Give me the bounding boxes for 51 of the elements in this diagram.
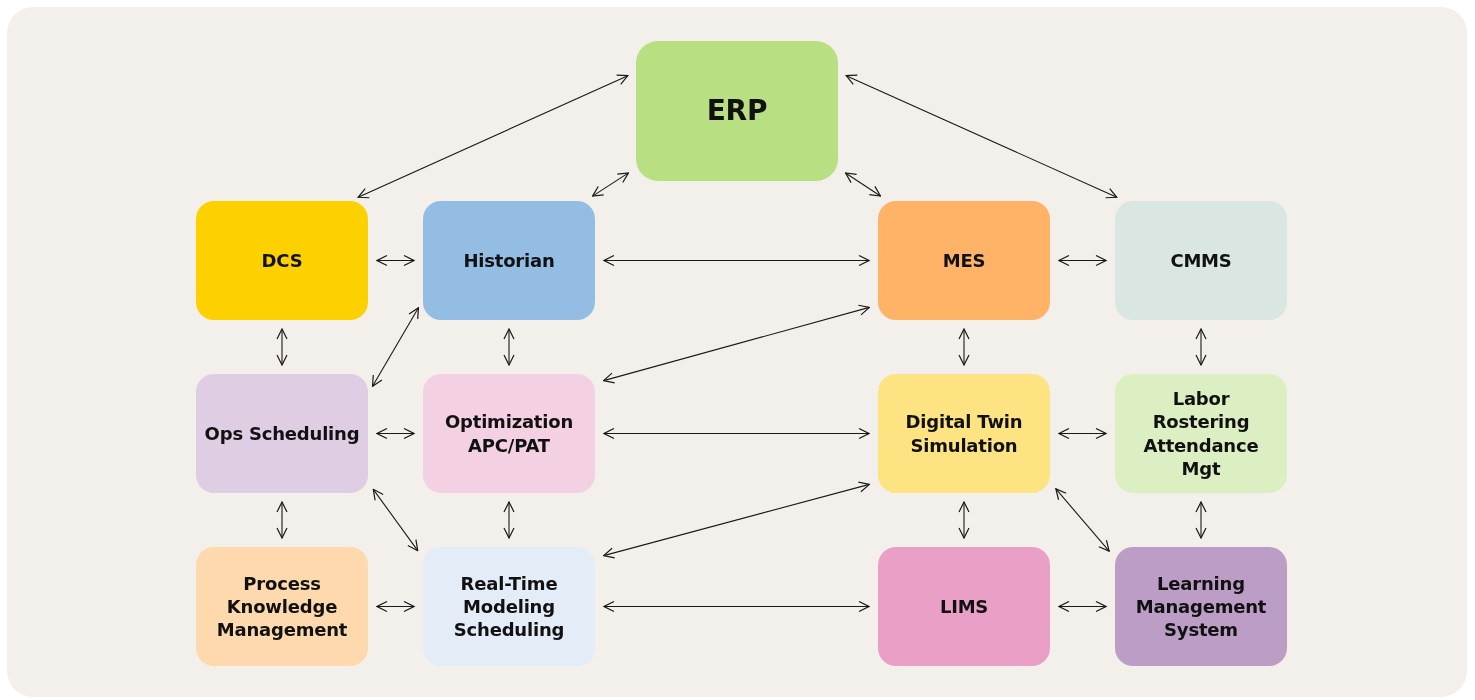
double-arrow: [371, 307, 420, 387]
double-arrow: [592, 172, 630, 197]
double-arrow: [958, 501, 970, 539]
double-arrow: [1195, 328, 1207, 366]
double-arrow: [1058, 600, 1107, 613]
double-arrow: [603, 481, 870, 559]
double-arrow: [276, 501, 288, 539]
double-arrow: [1058, 254, 1107, 267]
system-box: [1115, 374, 1287, 493]
box-label: DCS: [261, 249, 303, 272]
double-arrow: [603, 254, 870, 267]
system-box: [878, 374, 1050, 493]
double-arrow: [603, 600, 870, 613]
box-label: CMMS: [1170, 249, 1232, 272]
system-box: [423, 201, 595, 320]
box-label: Ops Scheduling: [204, 422, 360, 445]
box-label: Labor Rostering Attendance Mgt: [1142, 387, 1260, 480]
box-label: Process Knowledge Management: [215, 571, 349, 642]
double-arrow: [845, 74, 1118, 199]
double-arrow: [603, 304, 870, 384]
system-box: [1115, 201, 1287, 320]
box-label: MES: [942, 249, 986, 272]
box-label: ERP: [706, 93, 768, 129]
system-box: [196, 374, 368, 493]
double-arrow: [357, 74, 629, 199]
double-arrow: [372, 488, 419, 552]
double-arrow: [844, 172, 882, 197]
system-box: [1115, 547, 1287, 666]
system-box: [878, 201, 1050, 320]
box-label: LIMS: [939, 595, 989, 618]
double-arrow: [503, 501, 515, 539]
double-arrow: [1055, 488, 1110, 552]
double-arrow: [376, 600, 415, 613]
system-box: [878, 547, 1050, 666]
double-arrow: [376, 427, 415, 440]
double-arrow: [503, 328, 515, 366]
box-label: Optimization APC/PAT: [443, 410, 575, 457]
box-label: Digital Twin Simulation: [904, 410, 1024, 457]
system-box: [196, 201, 368, 320]
box-label: Historian: [463, 249, 555, 272]
double-arrow: [958, 328, 970, 366]
double-arrow: [603, 427, 870, 440]
system-box: [636, 41, 838, 181]
double-arrow: [1195, 501, 1207, 539]
box-label: Real-Time Modeling Scheduling: [452, 571, 566, 642]
double-arrow: [376, 254, 415, 267]
system-box: [196, 547, 368, 666]
double-arrow: [276, 328, 288, 366]
box-label: Learning Management System: [1134, 571, 1268, 642]
double-arrow: [1058, 427, 1107, 440]
system-box: [423, 374, 595, 493]
